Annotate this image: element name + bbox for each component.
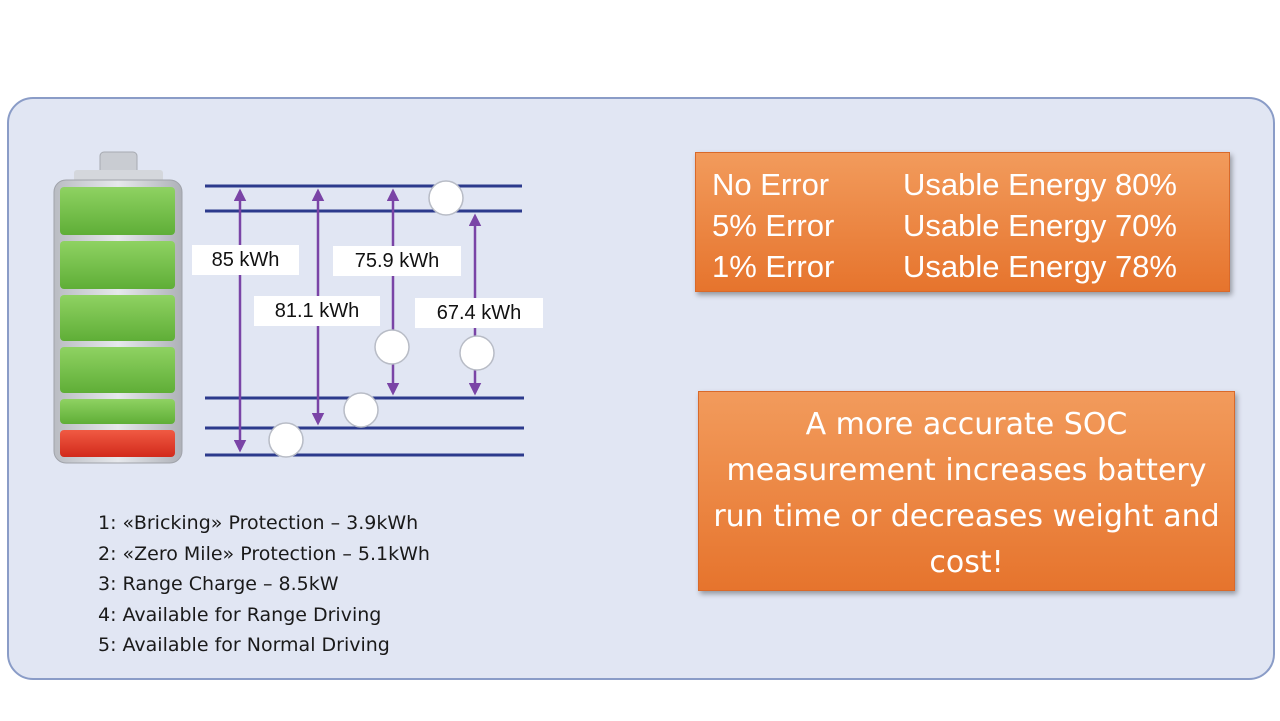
error-row: 1% Error Usable Energy 78% [696,246,1229,287]
legend-item: 3: Range Charge – 8.5kW [98,573,339,595]
protection-legend: 1: «Bricking» Protection – 3.9kWh 2: «Ze… [98,508,430,661]
error-row: No Error Usable Energy 80% [696,164,1229,205]
error-level: 1% Error [712,249,835,284]
marker-circle [374,329,410,365]
legend-item: 1: «Bricking» Protection – 3.9kWh [98,512,419,534]
battery-cell-green [60,295,175,341]
usable-energy: Usable Energy 80% [903,167,1177,202]
legend-item: 5: Available for Normal Driving [98,634,390,656]
energy-label-81-1-kwh: 81.1 kWh [254,296,380,326]
energy-label-67-4-kwh: 67.4 kWh [415,298,543,328]
legend-item: 4: Available for Range Driving [98,603,382,626]
usable-energy: Usable Energy 78% [903,249,1177,284]
battery-cell-red [60,430,175,457]
battery-icon [53,151,183,464]
error-level: No Error [712,167,830,202]
marker-circle [343,392,379,428]
error-row: 5% Error Usable Energy 70% [696,205,1229,246]
marker-circle [428,180,464,216]
usable-energy: Usable Energy 70% [903,208,1177,243]
energy-label-75-9-kwh: 75.9 kWh [333,246,461,276]
battery-cell-green [60,347,175,393]
soc-message-box: A more accurate SOC measurement increase… [698,391,1235,591]
soc-message-text: A more accurate SOC measurement increase… [713,407,1220,580]
battery-cell-green [60,399,175,424]
energy-label-85-kwh: 85 kWh [192,245,299,275]
error-level: 5% Error [712,208,835,243]
marker-circle [268,422,304,458]
battery-cell-green [60,187,175,235]
battery-cell-green [60,241,175,289]
legend-item: 2: «Zero Mile» Protection – 5.1kWh [98,542,430,565]
error-comparison-box: No Error Usable Energy 80% 5% Error Usab… [695,152,1230,292]
marker-circle [459,335,495,371]
